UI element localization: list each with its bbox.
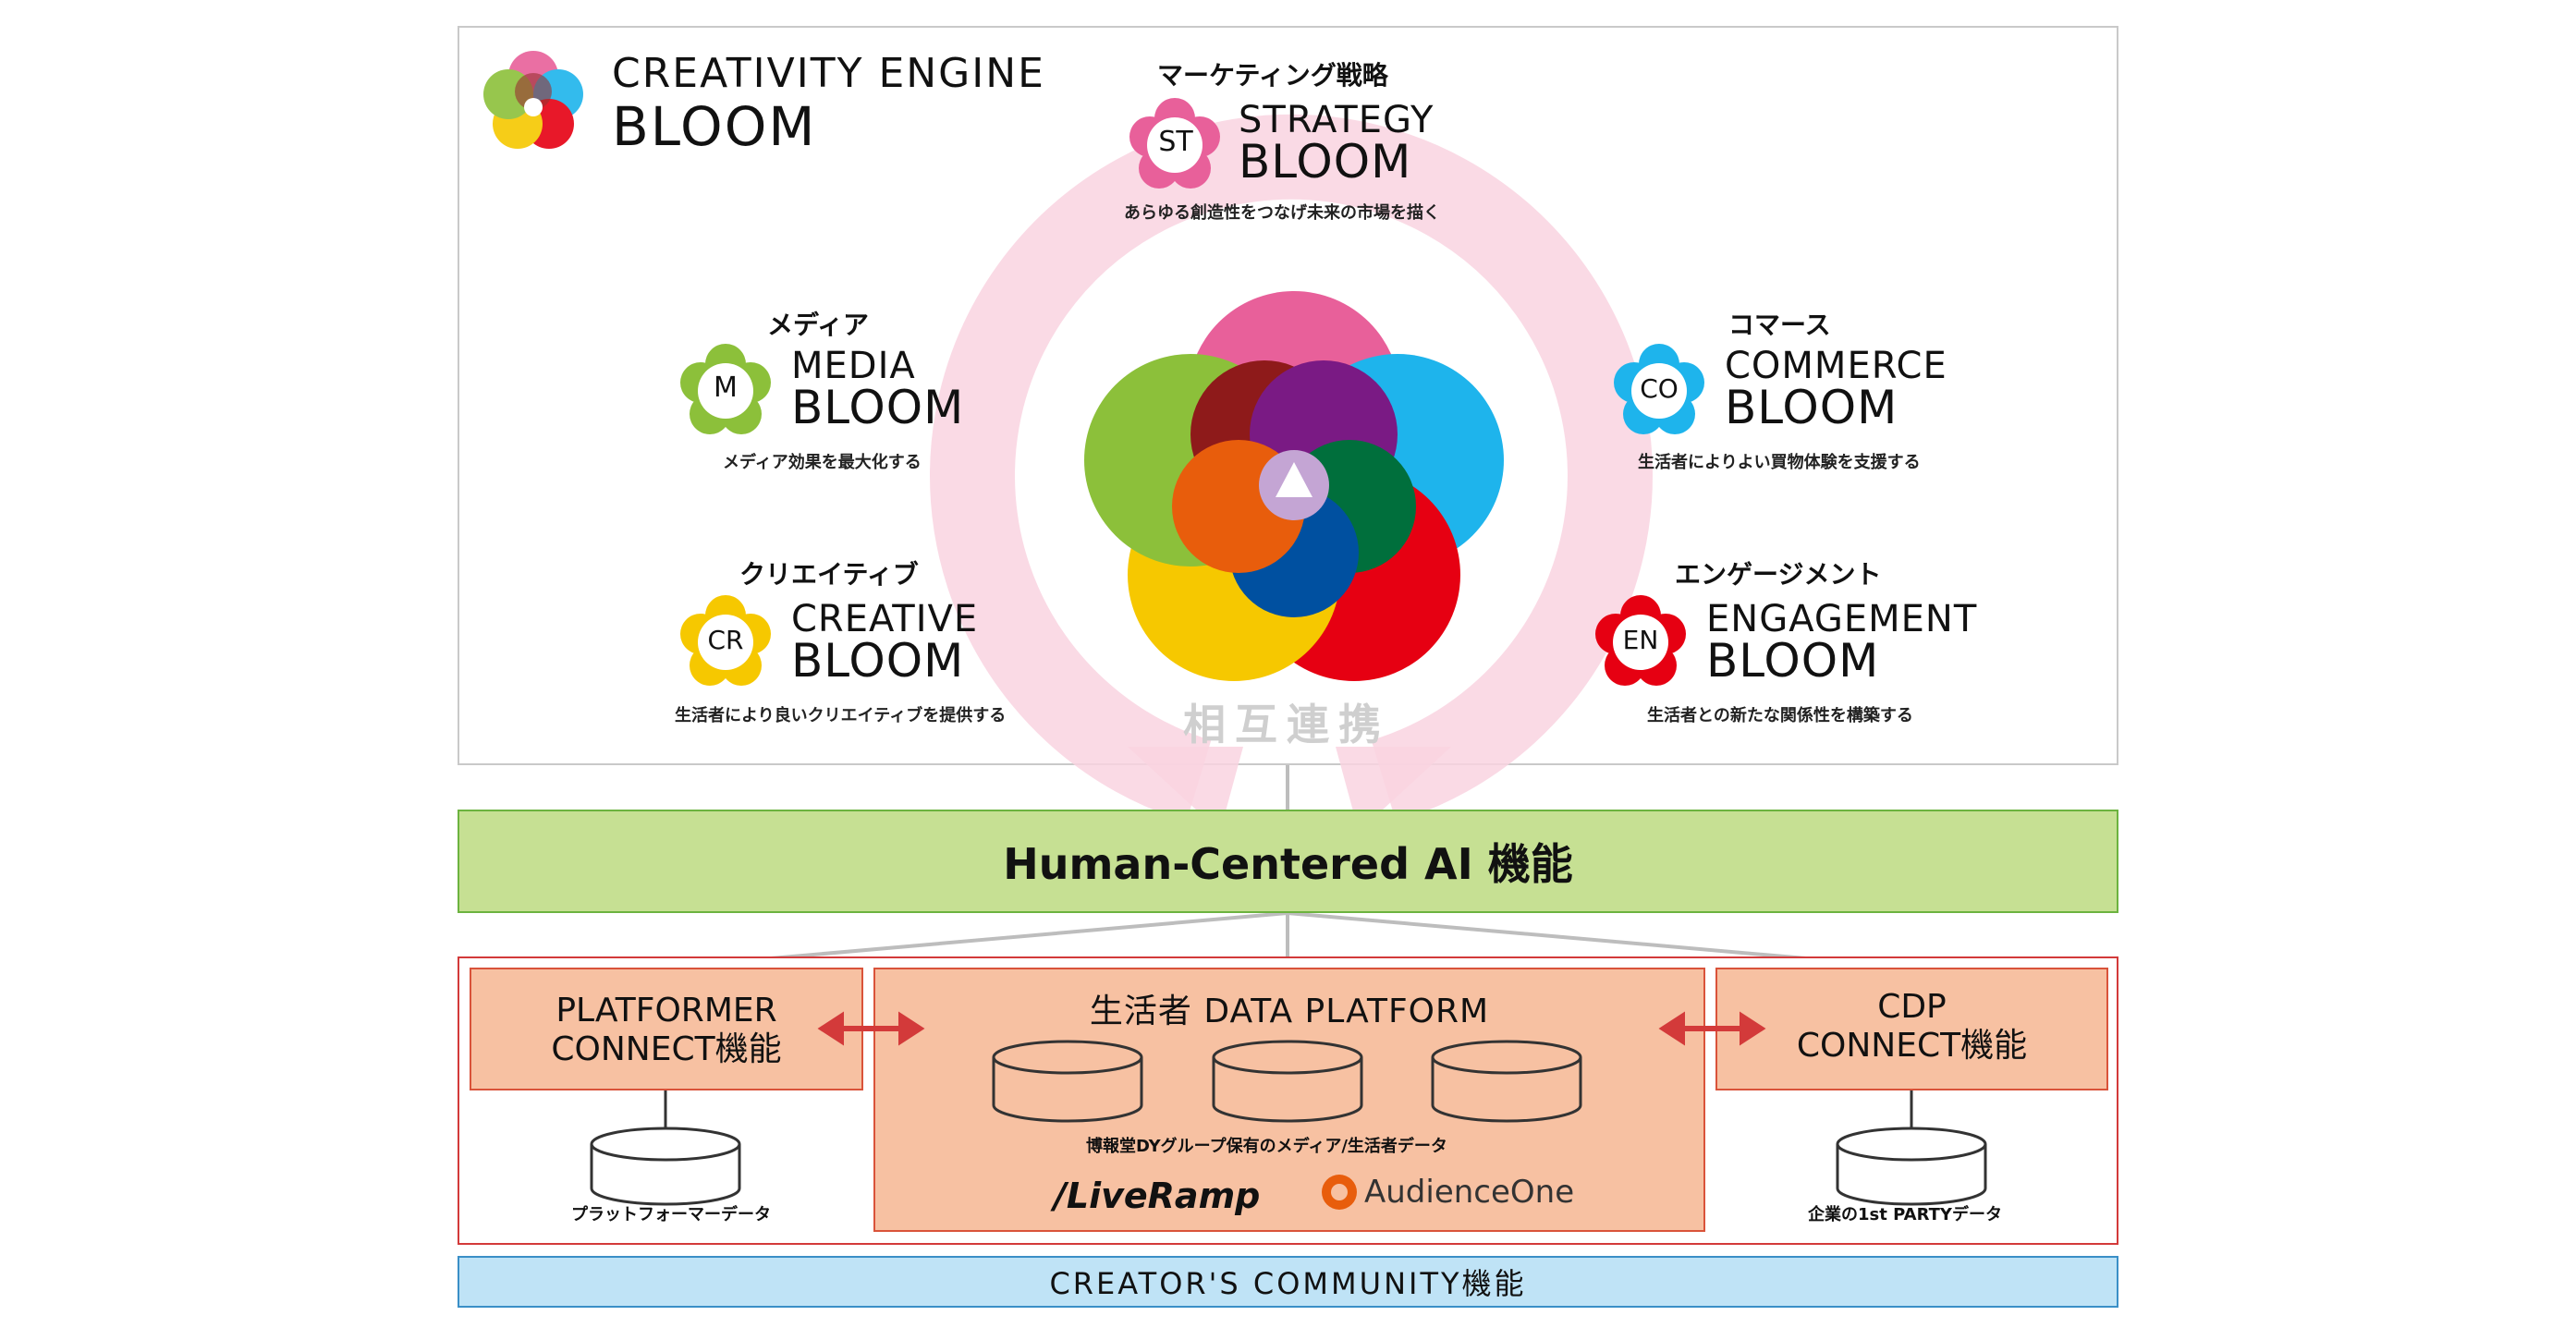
commerce-desc: 生活者によりよい買物体験を支援する [1638, 453, 1921, 472]
media-en2: BLOOM [791, 381, 965, 434]
media-en1: MEDIA [791, 345, 916, 387]
commerce-jp-label: コマース [1728, 310, 1831, 340]
creative-code: CR [707, 625, 744, 655]
human-centered-ai-bar: Human-Centered AI 機能 [458, 810, 2118, 913]
strategy-desc: あらゆる創造性をつなげ未来の市場を描く [1124, 203, 1440, 223]
audienceone-logo: AudienceOne [1322, 1174, 1574, 1211]
cdp-connect-line1: CDP [1877, 988, 1947, 1026]
creative-en1: CREATIVE [791, 598, 979, 640]
cdp-connect-line2: CONNECT機能 [1796, 1027, 2028, 1065]
mutual-collaboration-label: 相互連携 [1183, 700, 1390, 749]
engagement-desc: 生活者との新たな関係性を構築する [1647, 706, 1913, 725]
platformer-connect-line2: CONNECT機能 [551, 1030, 782, 1068]
platformer-connect-line1: PLATFORMER [555, 992, 777, 1029]
brand-title-line1: CREATIVITY ENGINE [612, 50, 1045, 97]
media-desc: メディア効果を最大化する [723, 453, 922, 472]
audienceone-text: AudienceOne [1364, 1174, 1575, 1211]
brand-title-line2: BLOOM [612, 95, 817, 158]
commerce-code: CO [1640, 373, 1679, 404]
engagement-jp-label: エンゲージメント [1675, 559, 1882, 590]
creative-badge-icon [680, 595, 771, 686]
commerce-en2: BLOOM [1725, 381, 1898, 434]
liveramp-logo: /LiveRamp [1054, 1176, 1261, 1216]
strategy-badge-icon [1129, 98, 1220, 189]
engagement-badge-icon [1595, 595, 1686, 686]
creative-jp-label: クリエイティブ [739, 559, 919, 590]
media-badge-icon [680, 344, 771, 434]
audienceone-mark-icon [1322, 1175, 1357, 1210]
platformer-data-label: プラットフォーマーデータ [571, 1205, 771, 1224]
engagement-en2: BLOOM [1706, 634, 1880, 688]
commerce-badge-icon [1614, 344, 1704, 434]
strategy-jp-label: マーケティング戦略 [1157, 60, 1388, 91]
creative-en2: BLOOM [791, 634, 965, 688]
creators-community-bar: CREATOR'S COMMUNITY機能 [458, 1256, 2118, 1308]
commerce-en1: COMMERCE [1725, 345, 1947, 387]
engagement-code: EN [1622, 625, 1659, 655]
strategy-en1: STRATEGY [1239, 99, 1435, 141]
platformer-connect-box: PLATFORMER CONNECT機能 [470, 968, 863, 1090]
first-party-data-label: 企業の1st PARTYデータ [1808, 1205, 2002, 1224]
strategy-code: ST [1158, 126, 1193, 158]
bloom-logo-icon [483, 51, 583, 149]
media-jp-label: メディア [767, 310, 870, 340]
media-code: M [714, 372, 738, 404]
group-media-data-label: 博報堂DYグループ保有のメディア/生活者データ [1086, 1137, 1447, 1156]
strategy-en2: BLOOM [1239, 135, 1412, 189]
bloom-flower-diagram [1084, 291, 1504, 681]
data-platform-title: 生活者 DATA PLATFORM [1089, 993, 1490, 1030]
creative-desc: 生活者により良いクリエイティブを提供する [675, 706, 1007, 725]
engagement-en1: ENGAGEMENT [1706, 598, 1978, 640]
cdp-connect-box: CDP CONNECT機能 [1715, 968, 2108, 1090]
